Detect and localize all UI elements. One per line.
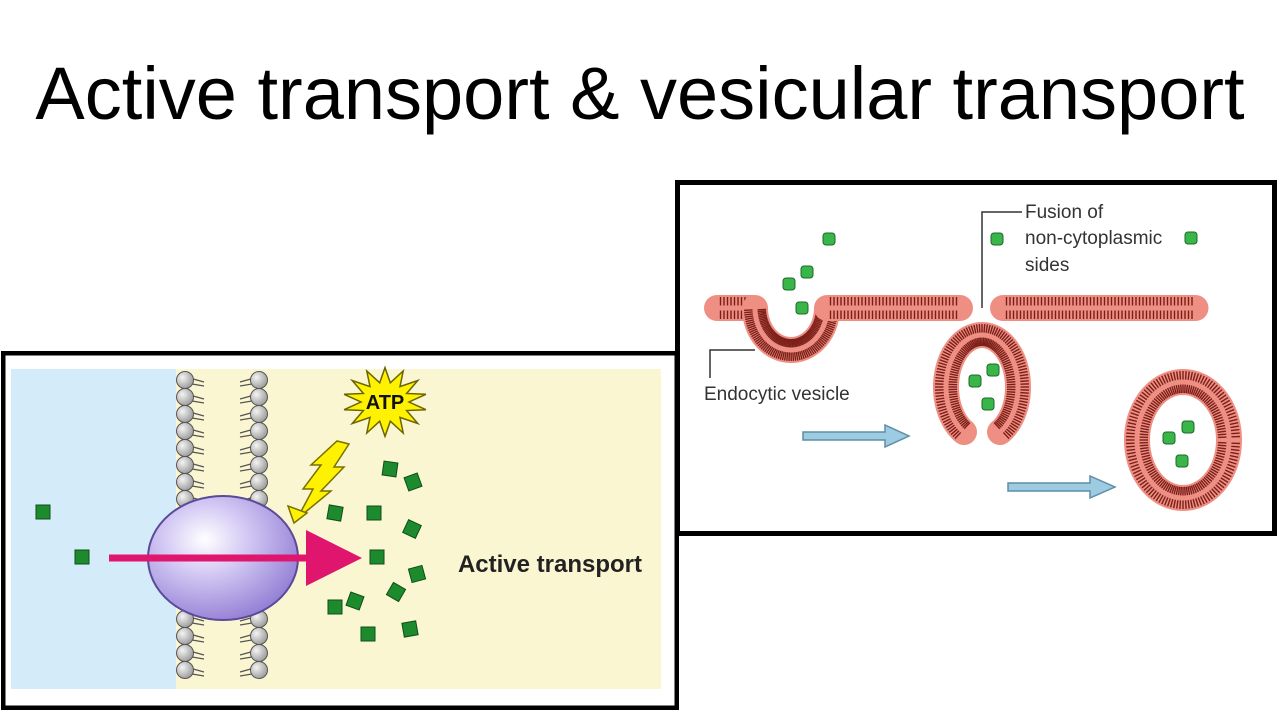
lipid-head (250, 644, 268, 662)
fusion-label-line-3: sides (1025, 255, 1069, 276)
molecule (402, 519, 422, 539)
molecule (403, 472, 423, 492)
molecule (381, 460, 399, 478)
cargo-particle (1184, 231, 1198, 245)
lipid-head (250, 405, 268, 423)
cargo-particle (986, 363, 1000, 377)
molecule (385, 581, 407, 603)
molecule-group (35, 460, 427, 642)
lipid-head (176, 661, 194, 679)
lipid-head (250, 439, 268, 457)
molecule (360, 626, 376, 642)
lipid-head (250, 473, 268, 491)
lipid-head (250, 627, 268, 645)
cargo-particle (1175, 454, 1189, 468)
active-transport-caption: Active transport (458, 551, 642, 578)
cargo-particle (822, 232, 836, 246)
molecule (326, 504, 344, 522)
lipid-head (250, 388, 268, 406)
molecule (327, 599, 343, 615)
lipid-head (176, 388, 194, 406)
cargo-particle-group (782, 231, 1198, 468)
cargo-particle (1162, 431, 1176, 445)
active-transport-panel: ATP Active transport (0, 350, 680, 711)
lipid-head (250, 422, 268, 440)
cargo-particle (800, 265, 814, 279)
lipid-head (176, 371, 194, 389)
lipid-head (176, 627, 194, 645)
lipid-head (250, 661, 268, 679)
lipid-head (176, 439, 194, 457)
lightning-bolt-icon (286, 440, 351, 525)
cargo-particle (782, 277, 796, 291)
endocytic-vesicle-label: Endocytic vesicle (704, 384, 850, 405)
active-transport-diagram: ATP Active transport (0, 350, 680, 711)
molecule (401, 620, 419, 638)
fusion-leader-line (981, 211, 1022, 308)
plasma-membrane (704, 295, 1242, 511)
lipid-head (176, 473, 194, 491)
vesicle-leader-line (709, 349, 755, 378)
step-arrow-1 (802, 423, 911, 449)
lipid-head (250, 456, 268, 474)
atp-burst-icon: ATP (343, 365, 427, 439)
molecule (369, 549, 385, 565)
molecule (345, 591, 365, 611)
vesicular-transport-diagram: Fusion of non-cytoplasmic sides Endocyti… (675, 180, 1277, 536)
lipid-head (176, 405, 194, 423)
cargo-particle (968, 374, 982, 388)
slide-title: Active transport & vesicular transport (35, 52, 1245, 135)
fusion-label-line-2: non-cytoplasmic (1025, 228, 1162, 249)
atp-label: ATP (366, 392, 405, 414)
cargo-particle (981, 397, 995, 411)
extracellular-region (11, 369, 176, 689)
vesicular-transport-panel: Fusion of non-cytoplasmic sides Endocyti… (675, 180, 1278, 536)
cargo-particle (1181, 420, 1195, 434)
cargo-particle (990, 232, 1004, 246)
lipid-head (250, 371, 268, 389)
molecule (366, 505, 382, 521)
cargo-particle (795, 301, 809, 315)
fusion-label-line-1: Fusion of (1025, 202, 1104, 223)
lipid-head (176, 644, 194, 662)
step-arrow-2 (1007, 474, 1117, 500)
lipid-head (176, 422, 194, 440)
molecule (35, 504, 51, 520)
lipid-head (176, 456, 194, 474)
molecule (407, 564, 427, 584)
molecule (74, 549, 90, 565)
